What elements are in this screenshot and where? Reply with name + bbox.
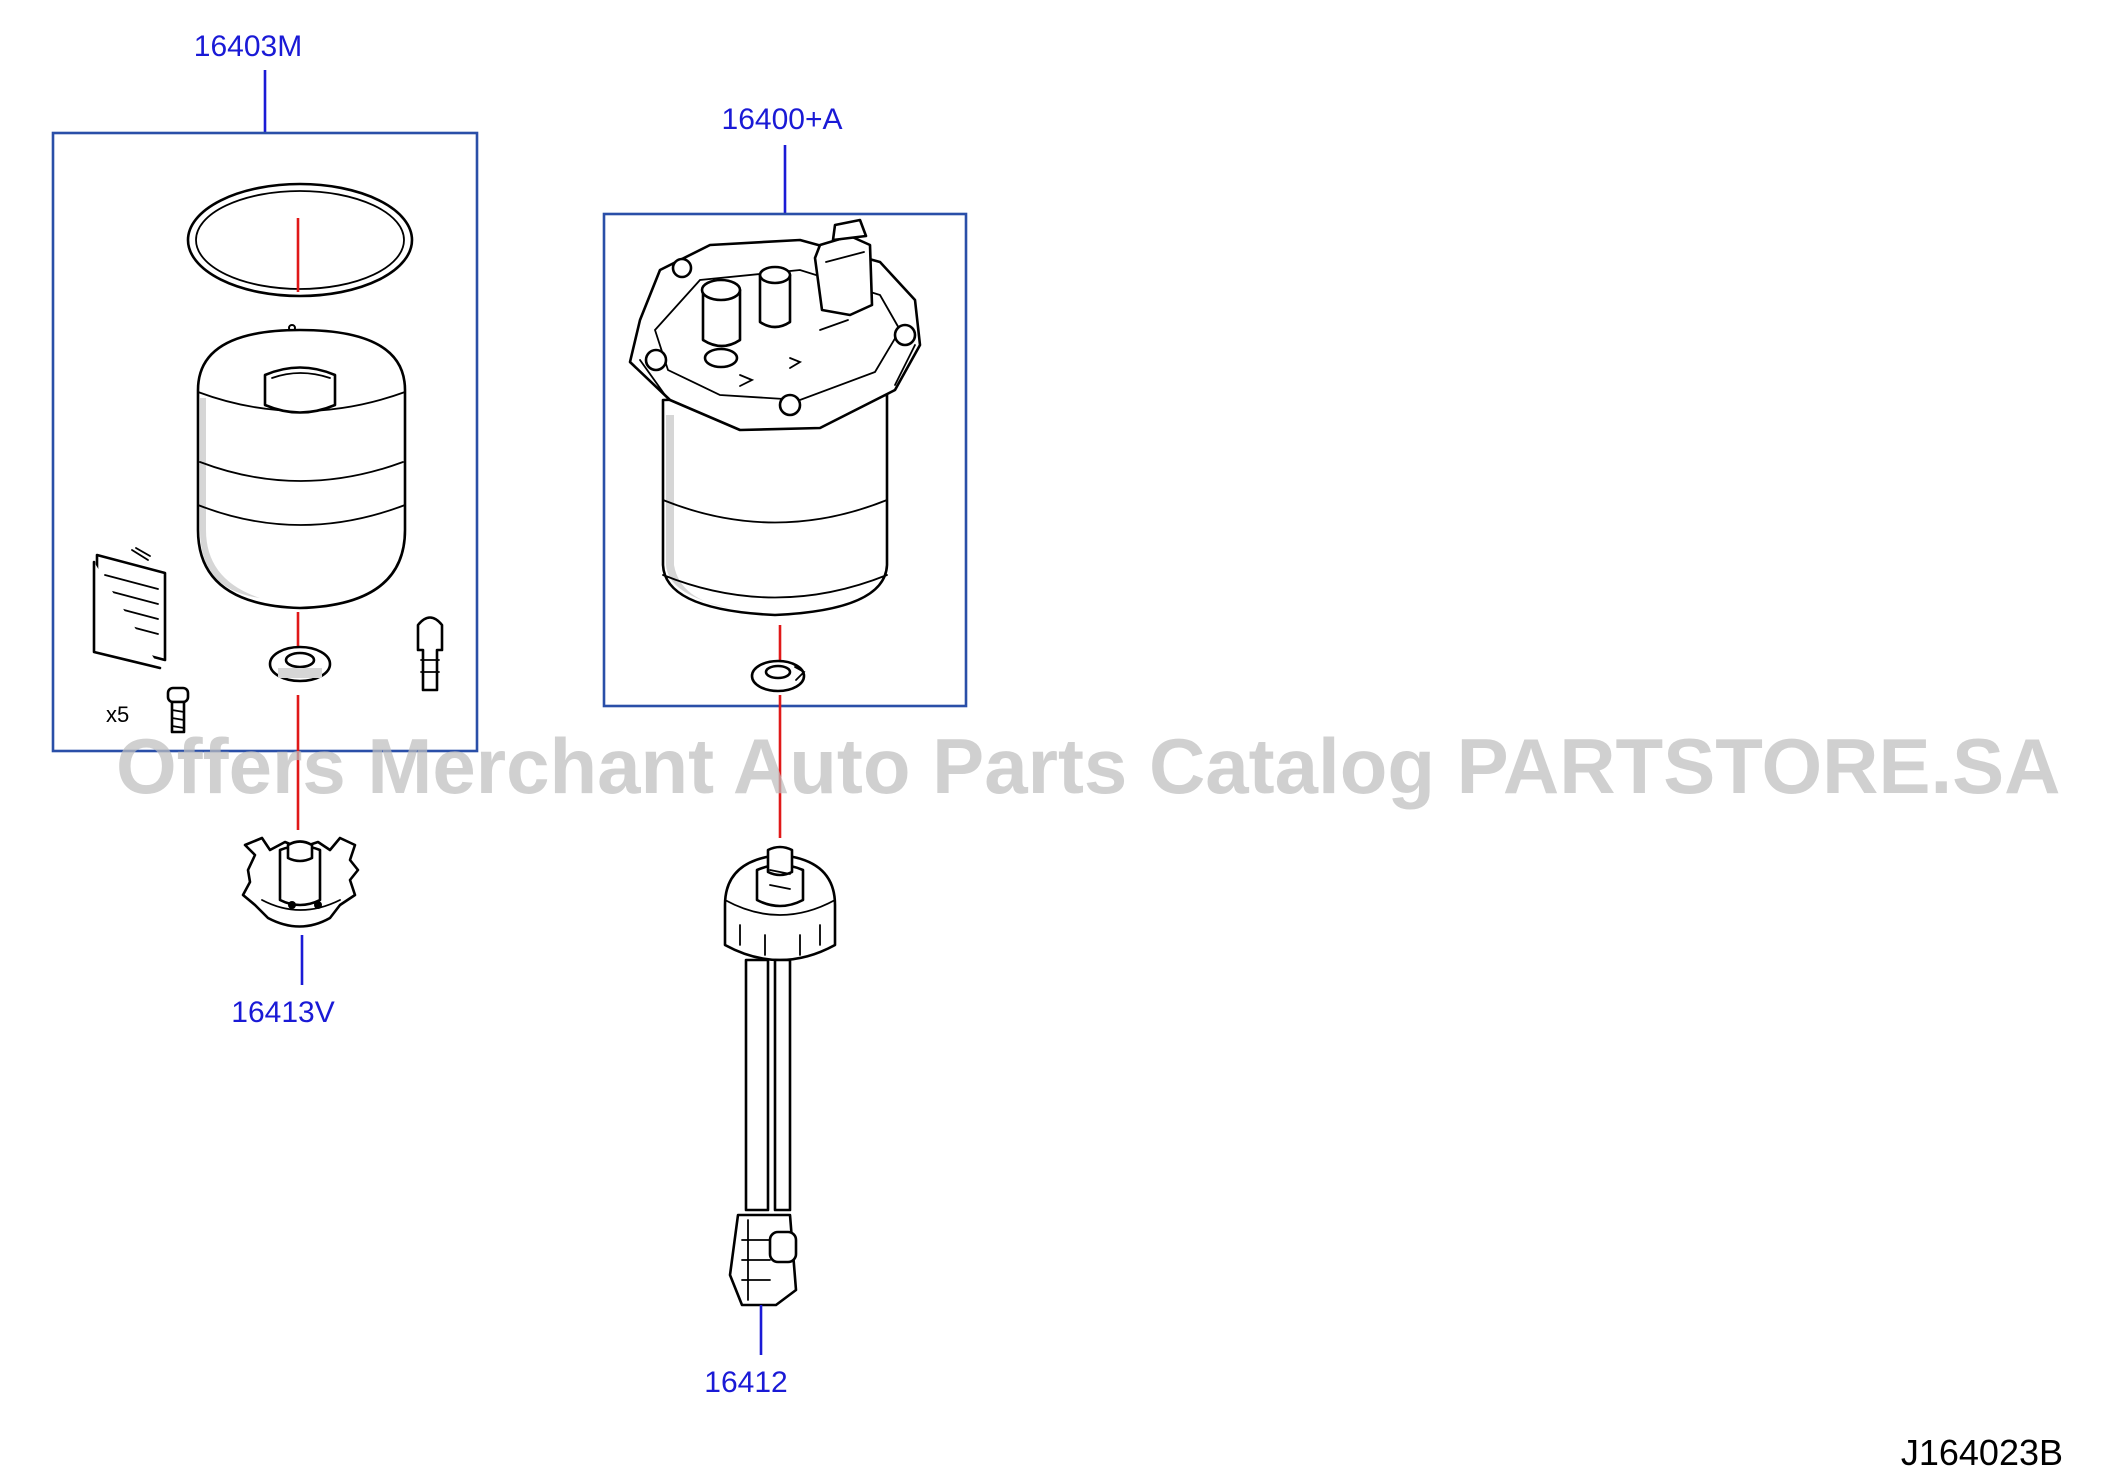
filter-assembly-group: 16400+A — [602, 103, 968, 708]
drain-plug[interactable] — [416, 616, 444, 692]
drain-valve[interactable] — [241, 836, 360, 928]
callout-16412[interactable]: 16412 — [704, 1366, 787, 1399]
callout-16413v[interactable]: 16413V — [231, 996, 334, 1029]
filter-kit-group: 16403M — [51, 30, 479, 753]
watermark-text: Offers Merchant Auto Parts Catalog PARTS… — [116, 722, 2061, 810]
callout-16400a[interactable]: 16400+A — [722, 103, 843, 136]
callout-16403m[interactable]: 16403M — [194, 30, 302, 63]
instruction-leaflet-icon[interactable] — [92, 547, 167, 670]
screw-quantity-label: x5 — [106, 702, 129, 727]
water-sensor-harness[interactable] — [723, 845, 837, 1307]
seal-washer[interactable] — [268, 645, 332, 683]
fuel-filter-assembly[interactable] — [628, 218, 922, 617]
diagram-reference-code: J164023B — [1901, 1432, 2063, 1473]
drain-valve-group: 16413V — [231, 836, 360, 1029]
screw-icon[interactable] — [166, 686, 190, 734]
o-ring[interactable] — [186, 182, 414, 298]
filter-assembly-box — [602, 212, 968, 708]
filter-kit-box — [51, 131, 479, 753]
assembly-seal-ring[interactable] — [750, 659, 806, 693]
filter-element[interactable] — [196, 328, 407, 610]
sensor-harness-group: 16412 — [704, 845, 837, 1399]
